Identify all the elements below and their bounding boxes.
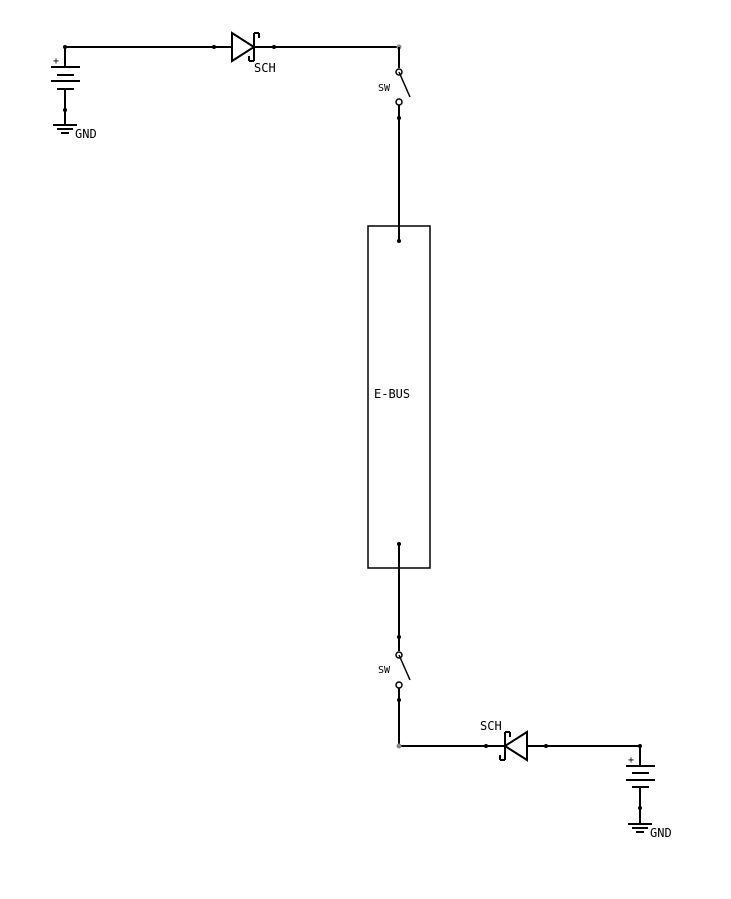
bottom-switch-label: SW	[378, 665, 391, 676]
bottom-left-junction	[396, 743, 402, 749]
bottom-diode-label: SCH	[480, 719, 502, 733]
top-gnd-label: GND	[75, 127, 97, 141]
e-bus-block: E-BUS	[367, 225, 431, 569]
top-diode-label: SCH	[254, 61, 276, 75]
bottom-schottky-diode: SCH	[480, 719, 528, 762]
top-battery: +	[51, 47, 80, 112]
top-switch: SW	[378, 47, 411, 120]
bottom-switch: SW	[378, 637, 411, 689]
bottom-battery: +	[626, 746, 655, 810]
bottom-circuit: SW SCH +	[378, 542, 672, 840]
top-battery-plus-label: +	[53, 56, 59, 67]
bottom-gnd-label: GND	[650, 826, 672, 840]
bottom-battery-plus-label: +	[628, 755, 634, 766]
top-diode-cathode-pin	[272, 45, 276, 49]
top-diode-anode-pin	[212, 45, 216, 49]
top-circuit: + GND SCH SW	[51, 31, 411, 243]
top-ground-symbol: GND	[53, 110, 97, 141]
top-schottky-diode: SCH	[231, 31, 276, 75]
bus-label: E-BUS	[374, 387, 410, 401]
bottom-ground-symbol: GND	[628, 808, 672, 840]
top-switch-label: SW	[378, 83, 391, 94]
